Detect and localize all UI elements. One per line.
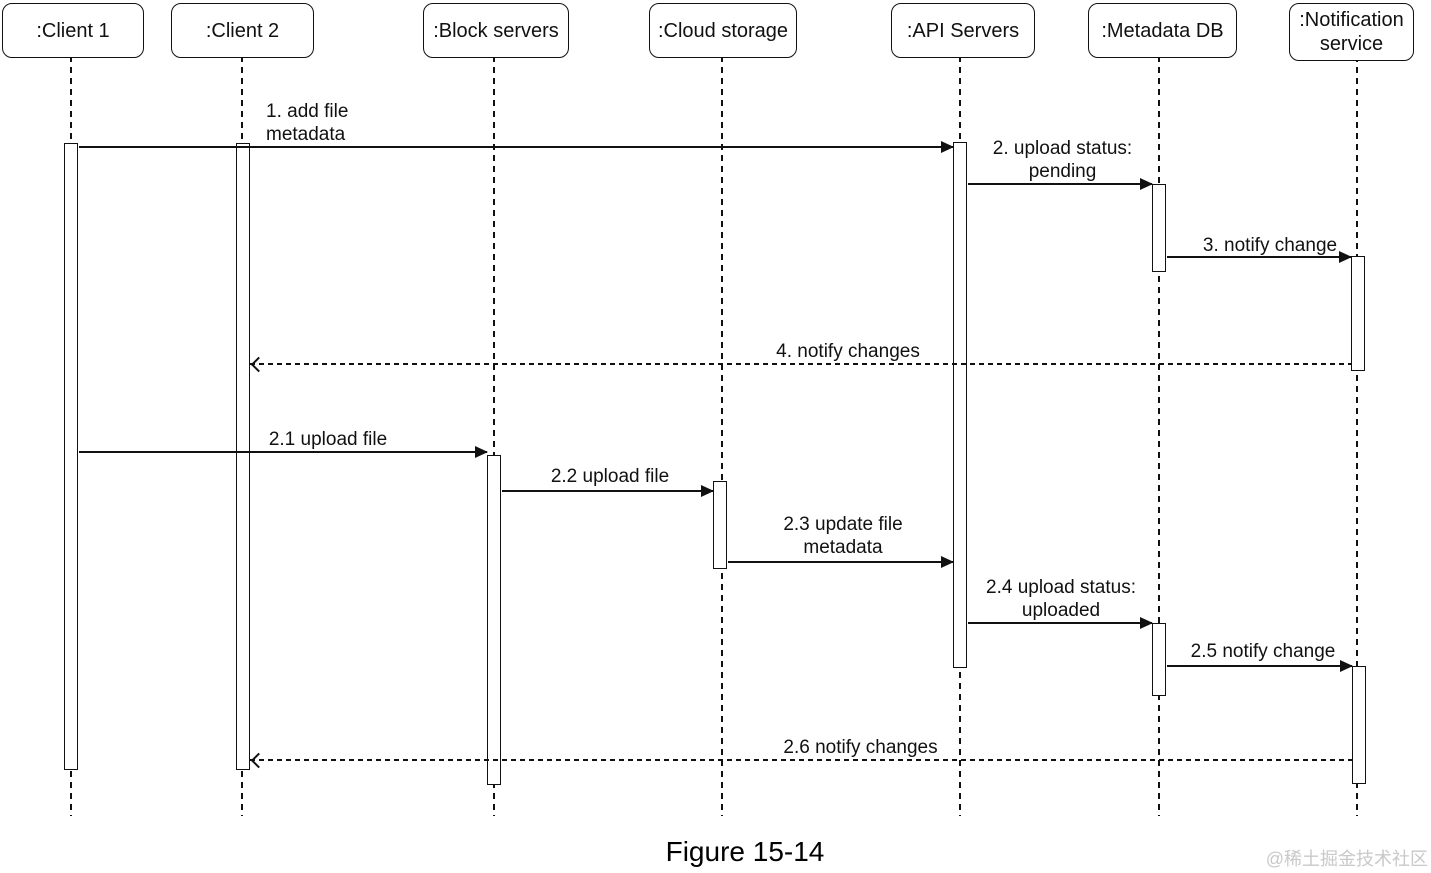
message-label-1: 1. add file metadata bbox=[266, 101, 349, 145]
arrow-shaft-dashed bbox=[250, 363, 1351, 365]
activation-api-servers bbox=[953, 142, 967, 668]
arrowhead-left-open-icon bbox=[250, 752, 267, 769]
actor-cloud-storage: :Cloud storage bbox=[649, 3, 797, 58]
arrowhead-left-open-icon bbox=[250, 356, 267, 373]
message-label-2-2: 2.2 upload file bbox=[550, 466, 670, 487]
arrowhead-right-icon bbox=[1340, 660, 1353, 672]
arrow-shaft bbox=[502, 490, 713, 492]
activation-notification-service-2 bbox=[1352, 666, 1366, 784]
message-label-2-3: 2.3 update file metadata bbox=[783, 514, 903, 558]
activation-notification-service-1 bbox=[1351, 256, 1365, 371]
activation-metadata-db-1 bbox=[1152, 184, 1166, 272]
arrowhead-right-icon bbox=[475, 446, 488, 458]
activation-block-servers bbox=[487, 455, 501, 785]
arrow-shaft bbox=[1167, 665, 1352, 667]
activation-client-2 bbox=[236, 143, 250, 770]
arrowhead-right-icon bbox=[1140, 617, 1153, 629]
arrowhead-right-icon bbox=[941, 141, 954, 153]
arrowhead-right-icon bbox=[1140, 178, 1153, 190]
arrow-shaft bbox=[728, 561, 953, 563]
actor-metadata-db: :Metadata DB bbox=[1088, 3, 1237, 58]
arrowhead-right-icon bbox=[1339, 251, 1352, 263]
message-label-2-4: 2.4 upload status: uploaded bbox=[986, 577, 1136, 621]
lifeline-block-servers bbox=[493, 56, 495, 816]
actor-block-servers: :Block servers bbox=[423, 3, 569, 58]
message-label-2-6: 2.6 notify changes bbox=[783, 737, 938, 758]
arrowhead-right-icon bbox=[701, 485, 714, 497]
lifeline-metadata-db bbox=[1158, 56, 1160, 816]
message-label-2-5: 2.5 notify change bbox=[1190, 641, 1336, 662]
message-label-2-1: 2.1 upload file bbox=[268, 429, 388, 450]
arrow-shaft-dashed bbox=[250, 759, 1352, 761]
message-label-4: 4. notify changes bbox=[776, 341, 920, 362]
lifeline-notification-service bbox=[1356, 56, 1358, 816]
actor-notification-service: :Notification service bbox=[1289, 3, 1414, 61]
activation-cloud-storage bbox=[713, 481, 727, 569]
activation-client-1 bbox=[64, 143, 78, 770]
actor-api-servers: :API Servers bbox=[891, 3, 1035, 58]
actor-client-1: :Client 1 bbox=[2, 3, 144, 58]
arrow-shaft bbox=[968, 622, 1152, 624]
lifeline-cloud-storage bbox=[721, 56, 723, 816]
message-label-2: 2. upload status: pending bbox=[992, 138, 1133, 182]
arrow-shaft bbox=[968, 183, 1152, 185]
arrowhead-right-icon bbox=[941, 556, 954, 568]
arrow-shaft bbox=[1167, 256, 1351, 258]
message-label-3: 3. notify change bbox=[1202, 235, 1338, 256]
actor-client-2: :Client 2 bbox=[171, 3, 314, 58]
watermark: @稀土掘金技术社区 bbox=[1265, 849, 1428, 869]
activation-metadata-db-2 bbox=[1152, 623, 1166, 696]
arrow-shaft bbox=[79, 451, 487, 453]
arrow-shaft bbox=[79, 146, 953, 148]
figure-caption: Figure 15-14 bbox=[665, 836, 825, 867]
